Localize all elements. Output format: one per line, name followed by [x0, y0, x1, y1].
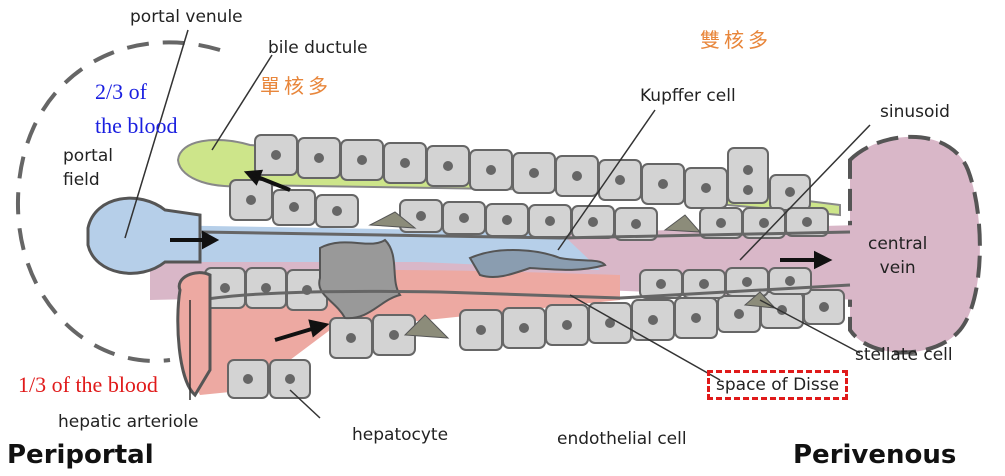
- label-stellate-cell: stellate cell: [855, 345, 953, 365]
- label-central-vein-line2: vein: [880, 258, 916, 278]
- label-space-of-disse: space of Disse: [716, 375, 839, 395]
- label-hepatic-arteriole: hepatic arteriole: [58, 412, 198, 432]
- label-portal-field-line2: field: [63, 170, 100, 190]
- annotation-two-thirds-line2: the blood: [95, 113, 178, 138]
- annotation-one-third-blood: 1/3 of the blood: [18, 372, 158, 398]
- annotation-two-thirds-line1: 2/3 of: [95, 79, 147, 104]
- label-portal-field-line1: portal: [63, 146, 113, 166]
- label-bile-ductule: bile ductule: [268, 38, 368, 58]
- hepatic-arteriole: [178, 273, 210, 395]
- label-hepatocyte: hepatocyte: [352, 425, 448, 445]
- zone-periportal: Periportal: [7, 440, 154, 470]
- label-portal-venule: portal venule: [130, 7, 243, 27]
- annotation-two-thirds-blood: 2/3 of the blood: [95, 75, 178, 143]
- upper-hepatocyte-row: [230, 135, 828, 240]
- annotation-mononuclear: 單核多: [260, 70, 332, 99]
- space-of-disse-highlight: space of Disse: [707, 370, 848, 400]
- portal-venule: [88, 198, 200, 273]
- label-endothelial-cell: endothelial cell: [557, 429, 687, 449]
- label-central-vein: central vein: [868, 232, 927, 280]
- zone-perivenous: Perivenous: [793, 440, 956, 470]
- annotation-binuclear: 雙核多: [700, 24, 772, 53]
- label-kupffer-cell: Kupffer cell: [640, 86, 736, 106]
- label-portal-field: portal field: [63, 144, 113, 192]
- label-sinusoid: sinusoid: [880, 102, 950, 122]
- label-central-vein-line1: central: [868, 234, 927, 254]
